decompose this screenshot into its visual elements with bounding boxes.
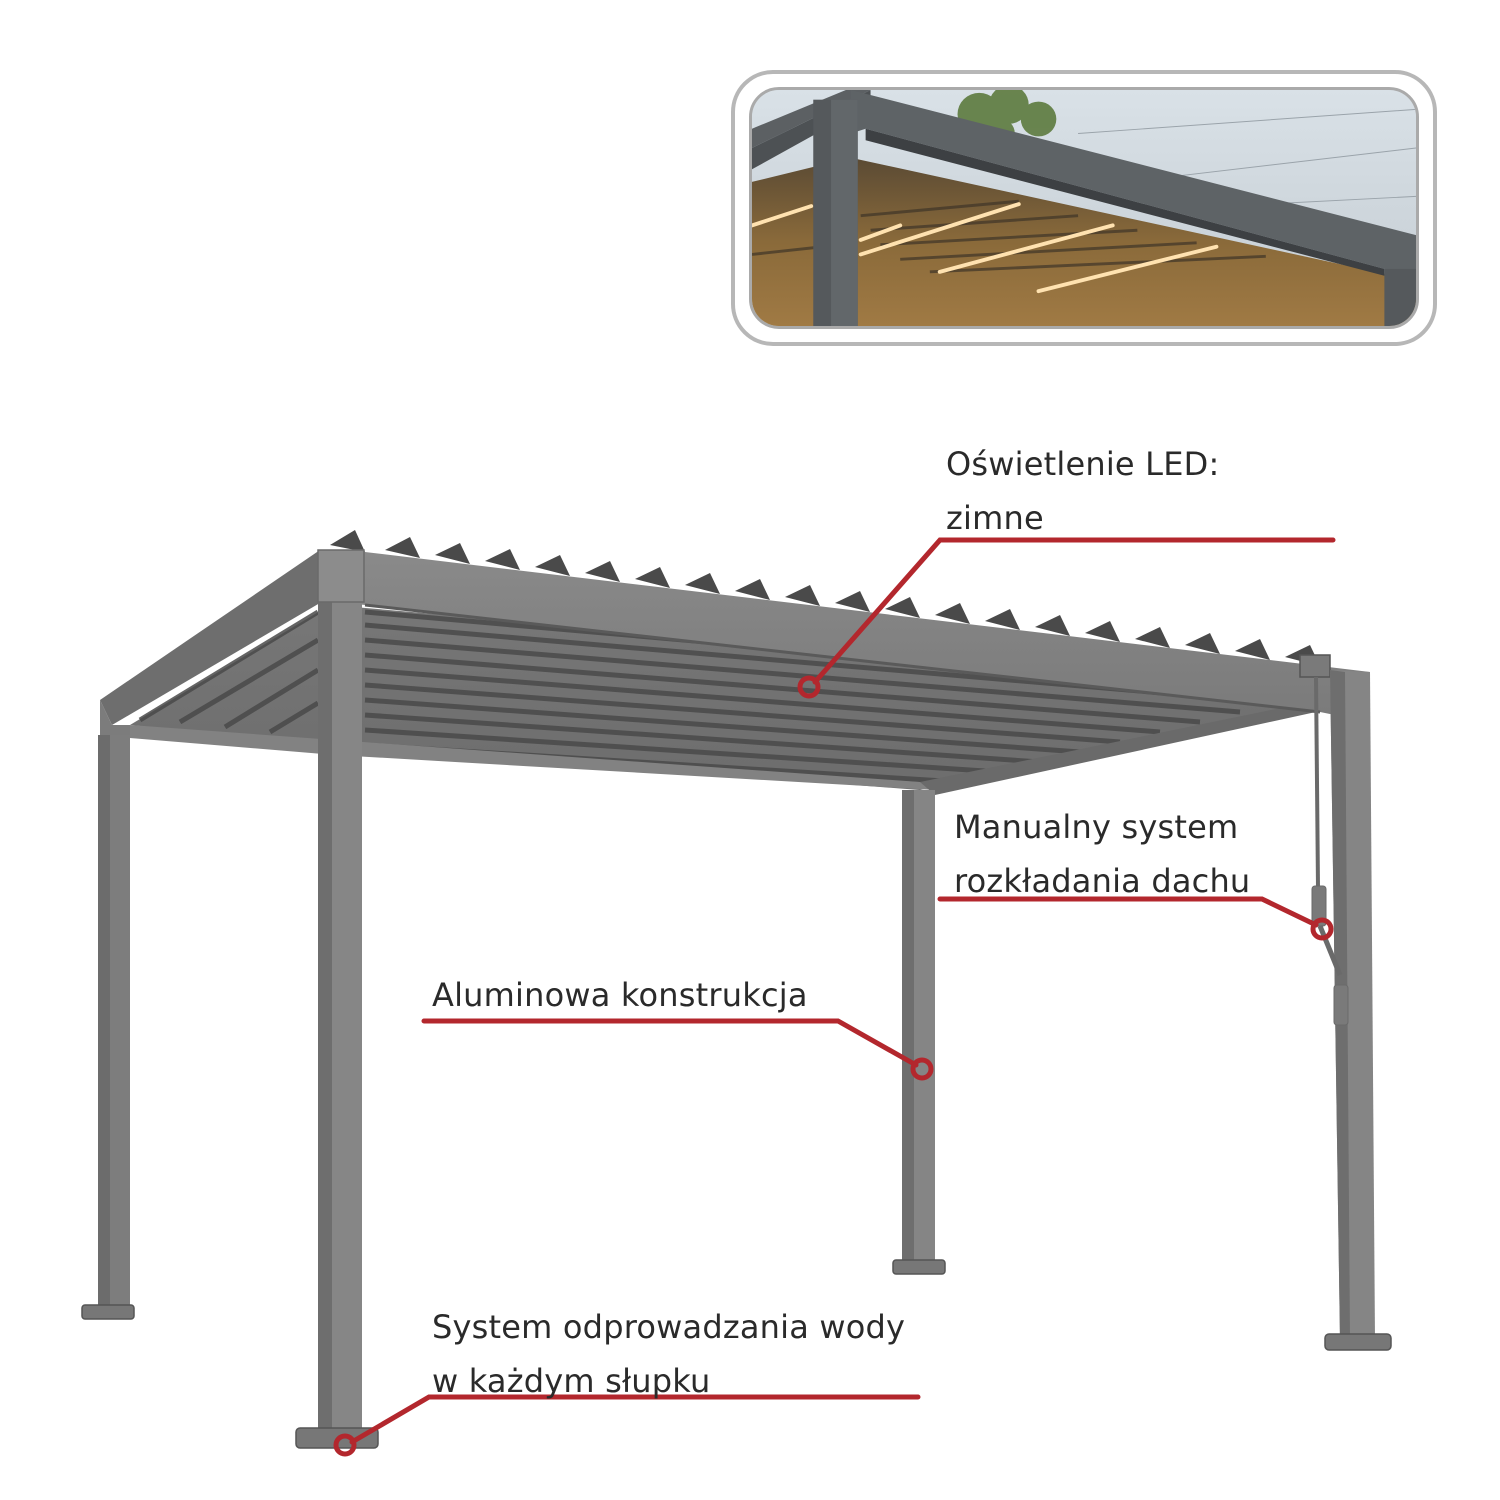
callout-label-aluminium: Aluminowa konstrukcja (432, 968, 808, 1022)
inset-photo-led-pergola (749, 87, 1419, 329)
callout-label-manual-line2: rozkładania dachu (954, 862, 1251, 900)
callout-markers (333, 675, 1334, 1457)
callout-line-led (812, 537, 1336, 685)
led-strips (752, 202, 1219, 294)
callout-label-drainage: System odprowadzania wody w każdym słupk… (432, 1300, 905, 1408)
callout-line-manual (937, 896, 1319, 928)
callout-marker-aluminium (910, 1057, 934, 1081)
crank-box (1299, 654, 1331, 678)
callout-label-drainage-line2: w każdym słupku (432, 1362, 711, 1400)
post-base-front-right (1324, 1333, 1392, 1351)
left-beam-top (100, 550, 325, 725)
callout-label-aluminium-line1: Aluminowa konstrukcja (432, 976, 808, 1014)
inset-photo-illustration (752, 90, 1416, 326)
callout-label-manual-line1: Manualny system (954, 808, 1239, 846)
front-beam (320, 550, 1370, 722)
callout-label-led: Oświetlenie LED: zimne (946, 437, 1219, 545)
callout-label-drainage-line1: System odprowadzania wody (432, 1308, 906, 1346)
inset-photo-frame (731, 70, 1437, 346)
right-lower-rail (920, 700, 1325, 795)
callout-label-led-line2: zimne (946, 499, 1044, 537)
post-base-back-left (81, 1304, 135, 1320)
callout-marker-led (797, 675, 821, 699)
left-beam-edge (100, 700, 130, 735)
post-base-back-right (892, 1259, 946, 1275)
callout-lines (349, 537, 1336, 1445)
callout-label-manual: Manualny system rozkładania dachu (954, 800, 1250, 908)
callout-line-aluminium (421, 1018, 919, 1068)
callout-marker-drainage (333, 1433, 357, 1457)
callout-label-led-line1: Oświetlenie LED: (946, 445, 1220, 483)
manual-crank-rod (1311, 676, 1349, 1026)
callout-marker-manual (1310, 917, 1334, 941)
callout-line-drainage (349, 1394, 921, 1445)
